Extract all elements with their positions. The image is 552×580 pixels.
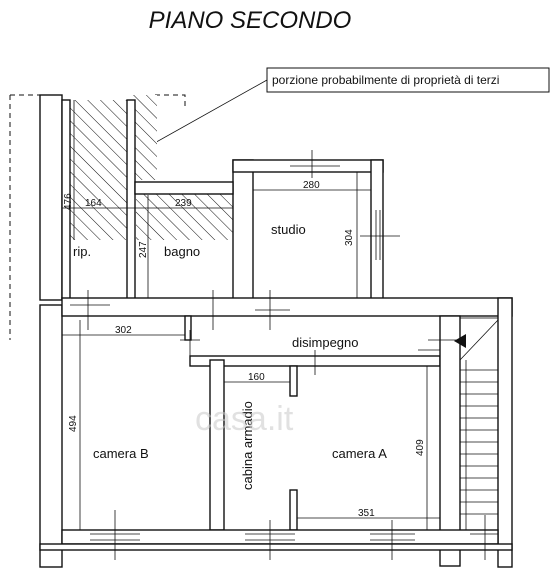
room-label-bagno: bagno <box>164 244 200 259</box>
dim-409: 409 <box>415 439 426 456</box>
dim-302: 302 <box>115 325 132 336</box>
dim-247: 247 <box>138 241 149 258</box>
watermark: casa.it <box>195 400 294 438</box>
walls <box>39 94 513 568</box>
doors <box>70 290 460 375</box>
note-text: porzione probabilmente di proprietà di t… <box>272 73 499 87</box>
windows <box>90 150 498 560</box>
stair-arrow-icon <box>454 334 466 348</box>
room-label-studio: studio <box>271 222 306 237</box>
room-label-rip: rip. <box>73 244 91 259</box>
staircase <box>459 317 499 531</box>
room-label-cabina-armadio: cabina armadio <box>240 401 255 490</box>
room-label-disimpegno: disimpegno <box>292 335 359 350</box>
note-box <box>266 67 550 93</box>
dim-239: 239 <box>175 198 192 209</box>
dim-160: 160 <box>248 372 265 383</box>
dim-164: 164 <box>85 198 102 209</box>
dim-280: 280 <box>303 180 320 191</box>
dim-304: 304 <box>344 229 355 246</box>
dim-351: 351 <box>358 508 375 519</box>
room-label-camera-b: camera B <box>93 446 149 461</box>
room-label-camera-a: camera A <box>332 446 387 461</box>
plan-title: PIANO SECONDO <box>149 7 352 34</box>
dimension-lines <box>62 100 440 530</box>
dashed-boundary <box>9 94 186 340</box>
dim-476: 476 <box>63 193 74 210</box>
dim-494: 494 <box>68 415 79 432</box>
